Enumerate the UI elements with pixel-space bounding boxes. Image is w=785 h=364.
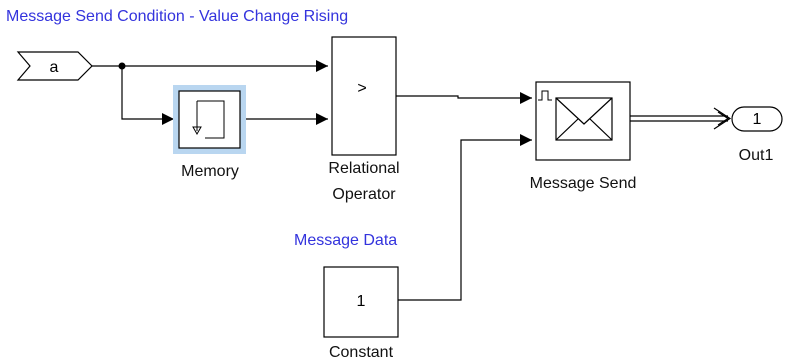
inport-block[interactable]: a [16,51,93,81]
outport-block[interactable]: 1 [731,106,783,132]
message-send-label: Message Send [529,175,637,192]
rising-edge-icon [538,90,552,101]
relational-symbol: > [357,80,366,97]
signal-line-relational-to-send[interactable] [396,92,532,104]
outport-number: 1 [753,111,762,128]
envelope-icon [555,97,613,141]
constant-block[interactable]: 1 [323,266,399,338]
memory-block[interactable] [173,85,246,154]
signal-line-constant-to-send[interactable] [398,134,532,301]
relational-label-line2: Operator [332,186,396,203]
relational-operator-block[interactable]: > [331,36,397,156]
relational-label-line1: Relational [328,160,400,177]
memory-label: Memory [181,163,239,180]
message-line-send-to-out[interactable] [630,107,732,130]
inport-label: a [50,59,59,76]
constant-label: Constant [328,344,394,361]
memory-delay-icon [192,100,225,139]
condition-annotation: Message Send Condition - Value Change Ri… [6,8,349,25]
constant-value: 1 [357,293,366,310]
message-send-block[interactable] [535,81,631,161]
signal-lines [92,60,532,301]
branch-point [118,62,126,70]
message-data-annotation: Message Data [294,232,398,249]
outport-label: Out1 [738,147,774,164]
signal-line-a-to-memory[interactable] [121,66,174,125]
